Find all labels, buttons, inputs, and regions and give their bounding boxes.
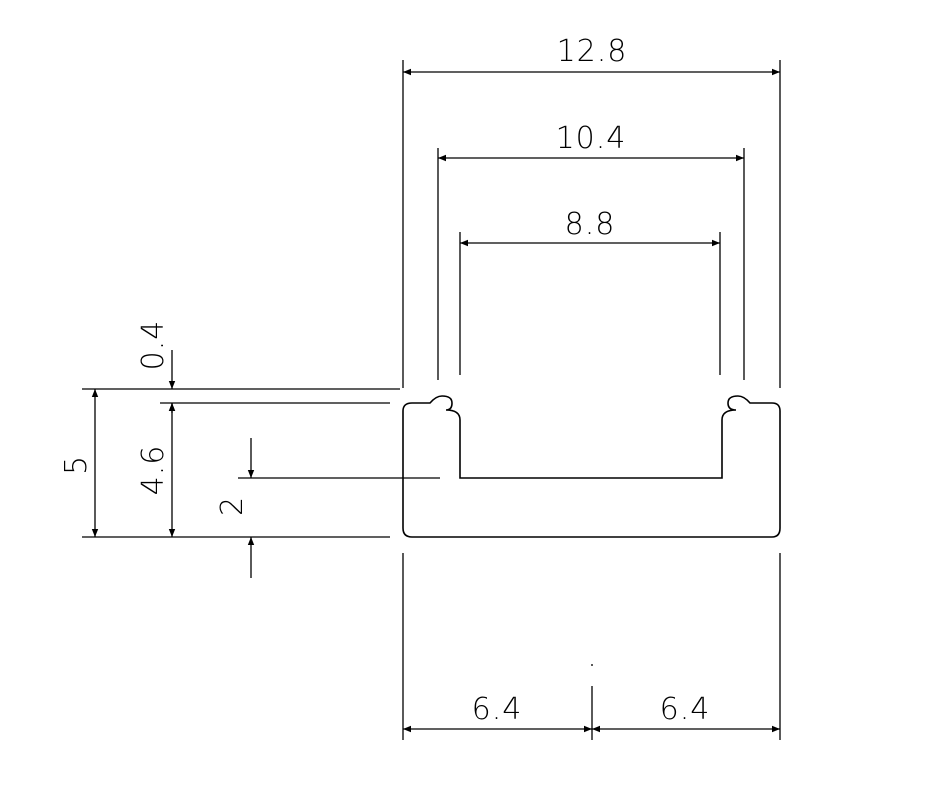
dim-mid-width: 10.4 — [437, 121, 745, 380]
dim-overall-width: 12.8 — [402, 34, 781, 388]
dim-left-half-label: 6.4 — [472, 692, 523, 727]
dim-right-half-label: 6.4 — [660, 692, 711, 727]
dim-lip-label: 0.4 — [136, 320, 171, 371]
dim-overall-width-label: 12.8 — [557, 34, 628, 69]
dim-mid-width-label: 10.4 — [556, 121, 627, 156]
dim-lip: 0.4 — [136, 320, 176, 413]
channel-profile — [402, 395, 781, 538]
dim-base-thickness-label: 2 — [215, 496, 250, 516]
dim-extension-lines — [82, 388, 440, 538]
dim-inner-width: 8.8 — [459, 207, 721, 375]
dim-base-thickness: 2 — [215, 438, 255, 578]
dim-inner-width-label: 8.8 — [565, 207, 616, 242]
dim-channel-height: 4.6 — [136, 403, 176, 537]
dim-total-height: 5 — [59, 389, 99, 537]
dim-bottom-halves: 6.4 6.4 — [402, 553, 781, 740]
dim-channel-height-label: 4.6 — [136, 445, 171, 496]
dim-total-height-label: 5 — [59, 455, 94, 475]
